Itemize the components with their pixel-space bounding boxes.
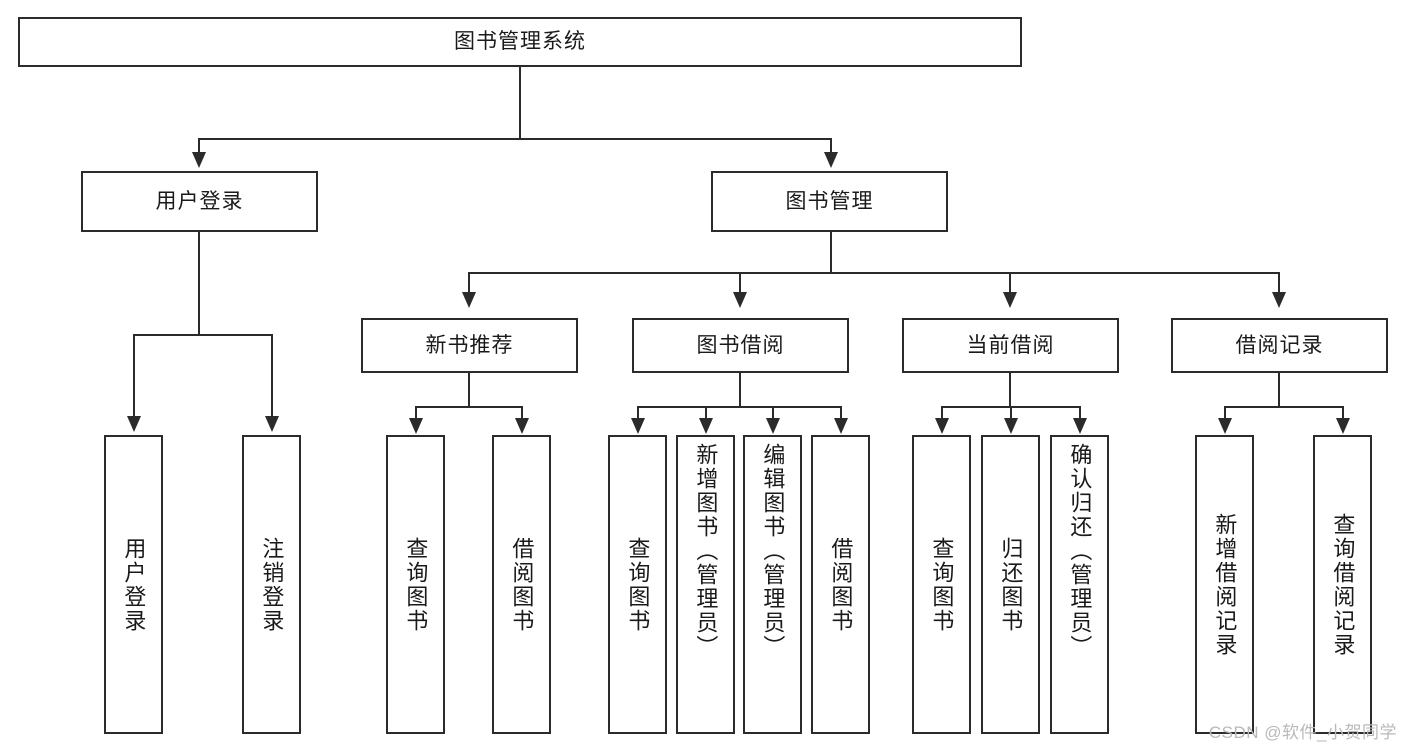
- arrowhead-br-leaf2: [1336, 418, 1350, 434]
- leaf-label: 借阅图书: [828, 536, 854, 633]
- connector-root-bus: [198, 138, 831, 140]
- arrowhead-cb-leaf3: [1073, 418, 1087, 434]
- leaf-label: 新增图书（管理员）: [693, 443, 719, 659]
- connector-borrow-record-stem: [1278, 373, 1280, 407]
- node-label: 借阅记录: [1235, 333, 1324, 357]
- node-new-book-recommend[interactable]: 新书推荐: [361, 318, 578, 373]
- leaf-label: 查询图书: [625, 536, 651, 633]
- connector-user-login-bus: [133, 334, 272, 336]
- leaf-label: 查询图书: [929, 536, 955, 633]
- connector-bb-leaf3: [772, 406, 774, 420]
- arrowhead-nb-leaf2: [515, 418, 529, 434]
- connector-to-book-borrow: [739, 272, 741, 294]
- connector-to-book-management: [830, 138, 832, 158]
- leaf-query-borrow-record[interactable]: 查询借阅记录: [1313, 435, 1372, 734]
- node-book-borrow[interactable]: 图书借阅: [632, 318, 849, 373]
- node-label: 图书管理系统: [454, 30, 586, 54]
- leaf-user-login[interactable]: 用户登录: [104, 435, 163, 734]
- node-label: 用户登录: [155, 189, 244, 213]
- connector-book-borrow-bus: [637, 406, 841, 408]
- leaf-query-book-recommend[interactable]: 查询图书: [386, 435, 445, 734]
- connector-cb-leaf1: [941, 406, 943, 420]
- leaf-query-book-current[interactable]: 查询图书: [912, 435, 971, 734]
- connector-to-current-borrow: [1009, 272, 1011, 294]
- connector-cb-leaf2: [1010, 406, 1012, 420]
- leaf-label: 新增借阅记录: [1212, 512, 1238, 657]
- connector-to-user-login: [198, 138, 200, 158]
- node-label: 图书借阅: [696, 333, 785, 357]
- connector-user-login-stem: [198, 232, 200, 335]
- arrowhead-leaf-user-login: [127, 416, 141, 432]
- arrowhead-nb-leaf1: [409, 418, 423, 434]
- leaf-label: 借阅图书: [509, 536, 535, 633]
- arrowhead-cb-leaf1: [935, 418, 949, 434]
- arrowhead-cb-leaf2: [1004, 418, 1018, 434]
- connector-root-stem: [519, 67, 521, 139]
- node-borrow-record[interactable]: 借阅记录: [1171, 318, 1388, 373]
- leaf-label: 确认归还（管理员）: [1067, 443, 1093, 659]
- arrowhead-book-management: [824, 152, 838, 168]
- node-current-borrow[interactable]: 当前借阅: [902, 318, 1119, 373]
- connector-br-leaf1: [1224, 406, 1226, 420]
- leaf-label: 查询图书: [403, 536, 429, 633]
- connector-to-new-book-recommend: [468, 272, 470, 294]
- connector-current-borrow-stem: [1009, 373, 1011, 407]
- leaf-add-book-admin[interactable]: 新增图书（管理员）: [676, 435, 735, 734]
- connector-bb-leaf4: [840, 406, 842, 420]
- leaf-label: 编辑图书（管理员）: [760, 443, 786, 659]
- leaf-borrow-book[interactable]: 借阅图书: [811, 435, 870, 734]
- leaf-borrow-book-recommend[interactable]: 借阅图书: [492, 435, 551, 734]
- connector-to-leaf-logout: [271, 334, 273, 418]
- leaf-logout[interactable]: 注销登录: [242, 435, 301, 734]
- node-user-login[interactable]: 用户登录: [81, 171, 318, 232]
- arrowhead-leaf-logout: [265, 416, 279, 432]
- connector-nb-leaf2: [521, 406, 523, 420]
- leaf-label: 用户登录: [121, 536, 147, 633]
- node-root-book-management-system[interactable]: 图书管理系统: [18, 17, 1022, 67]
- arrowhead-bb-leaf2: [699, 418, 713, 434]
- arrowhead-user-login: [192, 152, 206, 168]
- connector-bb-leaf1: [637, 406, 639, 420]
- arrowhead-borrow-record: [1272, 292, 1286, 308]
- node-label: 图书管理: [785, 189, 874, 213]
- connector-cb-leaf3: [1079, 406, 1081, 420]
- arrowhead-bb-leaf1: [631, 418, 645, 434]
- connector-book-management-bus: [468, 272, 1278, 274]
- leaf-confirm-return-admin[interactable]: 确认归还（管理员）: [1050, 435, 1109, 734]
- connector-nb-leaf1: [415, 406, 417, 420]
- leaf-edit-book-admin[interactable]: 编辑图书（管理员）: [743, 435, 802, 734]
- leaf-label: 归还图书: [998, 536, 1024, 633]
- node-label: 当前借阅: [966, 333, 1055, 357]
- leaf-label: 查询借阅记录: [1330, 512, 1356, 657]
- connector-to-leaf-user-login: [133, 334, 135, 418]
- leaf-add-borrow-record[interactable]: 新增借阅记录: [1195, 435, 1254, 734]
- connector-book-management-stem: [830, 232, 832, 274]
- connector-new-book-stem: [468, 373, 470, 407]
- node-book-management[interactable]: 图书管理: [711, 171, 948, 232]
- connector-to-borrow-record: [1278, 272, 1280, 294]
- arrowhead-bb-leaf4: [834, 418, 848, 434]
- arrowhead-bb-leaf3: [766, 418, 780, 434]
- arrowhead-book-borrow: [733, 292, 747, 308]
- arrowhead-br-leaf1: [1218, 418, 1232, 434]
- arrowhead-current-borrow: [1003, 292, 1017, 308]
- leaf-label: 注销登录: [259, 536, 285, 633]
- connector-bb-leaf2: [705, 406, 707, 420]
- node-label: 新书推荐: [425, 333, 514, 357]
- leaf-query-book-borrow[interactable]: 查询图书: [608, 435, 667, 734]
- leaf-return-book[interactable]: 归还图书: [981, 435, 1040, 734]
- connector-book-borrow-stem: [739, 373, 741, 407]
- arrowhead-new-book-recommend: [462, 292, 476, 308]
- connector-new-book-bus: [415, 406, 522, 408]
- connector-br-leaf2: [1342, 406, 1344, 420]
- connector-borrow-record-bus: [1224, 406, 1343, 408]
